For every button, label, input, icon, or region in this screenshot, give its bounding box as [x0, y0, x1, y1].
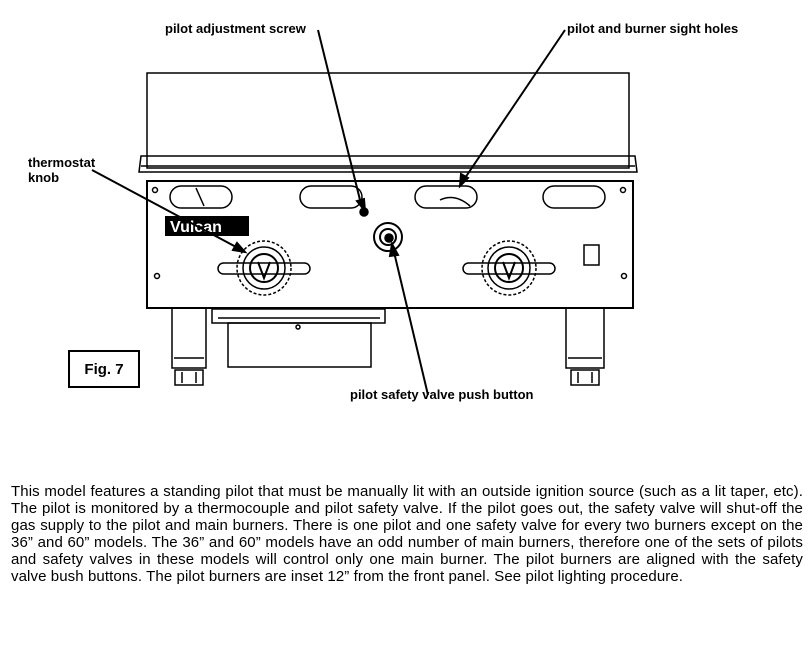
callout-push-button: pilot safety valve push button: [350, 387, 534, 402]
leader-push-button: [393, 251, 429, 396]
pilot-safety-valve-push-button: [373, 222, 403, 252]
leader-thermostat-knob: [91, 169, 239, 249]
sight-hole-4: [542, 185, 606, 209]
sight-hole-2: [299, 185, 363, 209]
griddle-plate: [138, 155, 638, 173]
leader-sight-holes: [464, 29, 566, 179]
callout-sight-holes: pilot and burner sight holes: [567, 21, 739, 36]
leader-pilot-adjustment-screw: [317, 29, 362, 205]
callout-thermostat-knob-line1: thermostat: [28, 155, 96, 170]
sight-hole-3: [414, 185, 478, 209]
leg-left: [171, 308, 207, 386]
sight-hole-1: [169, 185, 233, 209]
indicator-square: [583, 244, 600, 266]
figure-label: Fig. 7: [68, 350, 140, 388]
backsplash: [146, 72, 630, 169]
grease-drawer: [211, 308, 386, 324]
thermostat-knob-left: [217, 240, 311, 296]
svg-text:Vulcan: Vulcan: [170, 219, 222, 236]
thermostat-knob-right: [462, 240, 556, 296]
leg-right: [565, 308, 605, 386]
griddle-illustration: Vulcan: [91, 29, 638, 396]
vulcan-logo: Vulcan: [165, 216, 249, 236]
description-paragraph: This model features a standing pilot tha…: [11, 483, 803, 585]
callout-thermostat-knob-line2: knob: [28, 170, 60, 185]
callout-pilot-adjustment-screw: pilot adjustment screw: [165, 21, 306, 36]
front-panel: [146, 180, 634, 309]
